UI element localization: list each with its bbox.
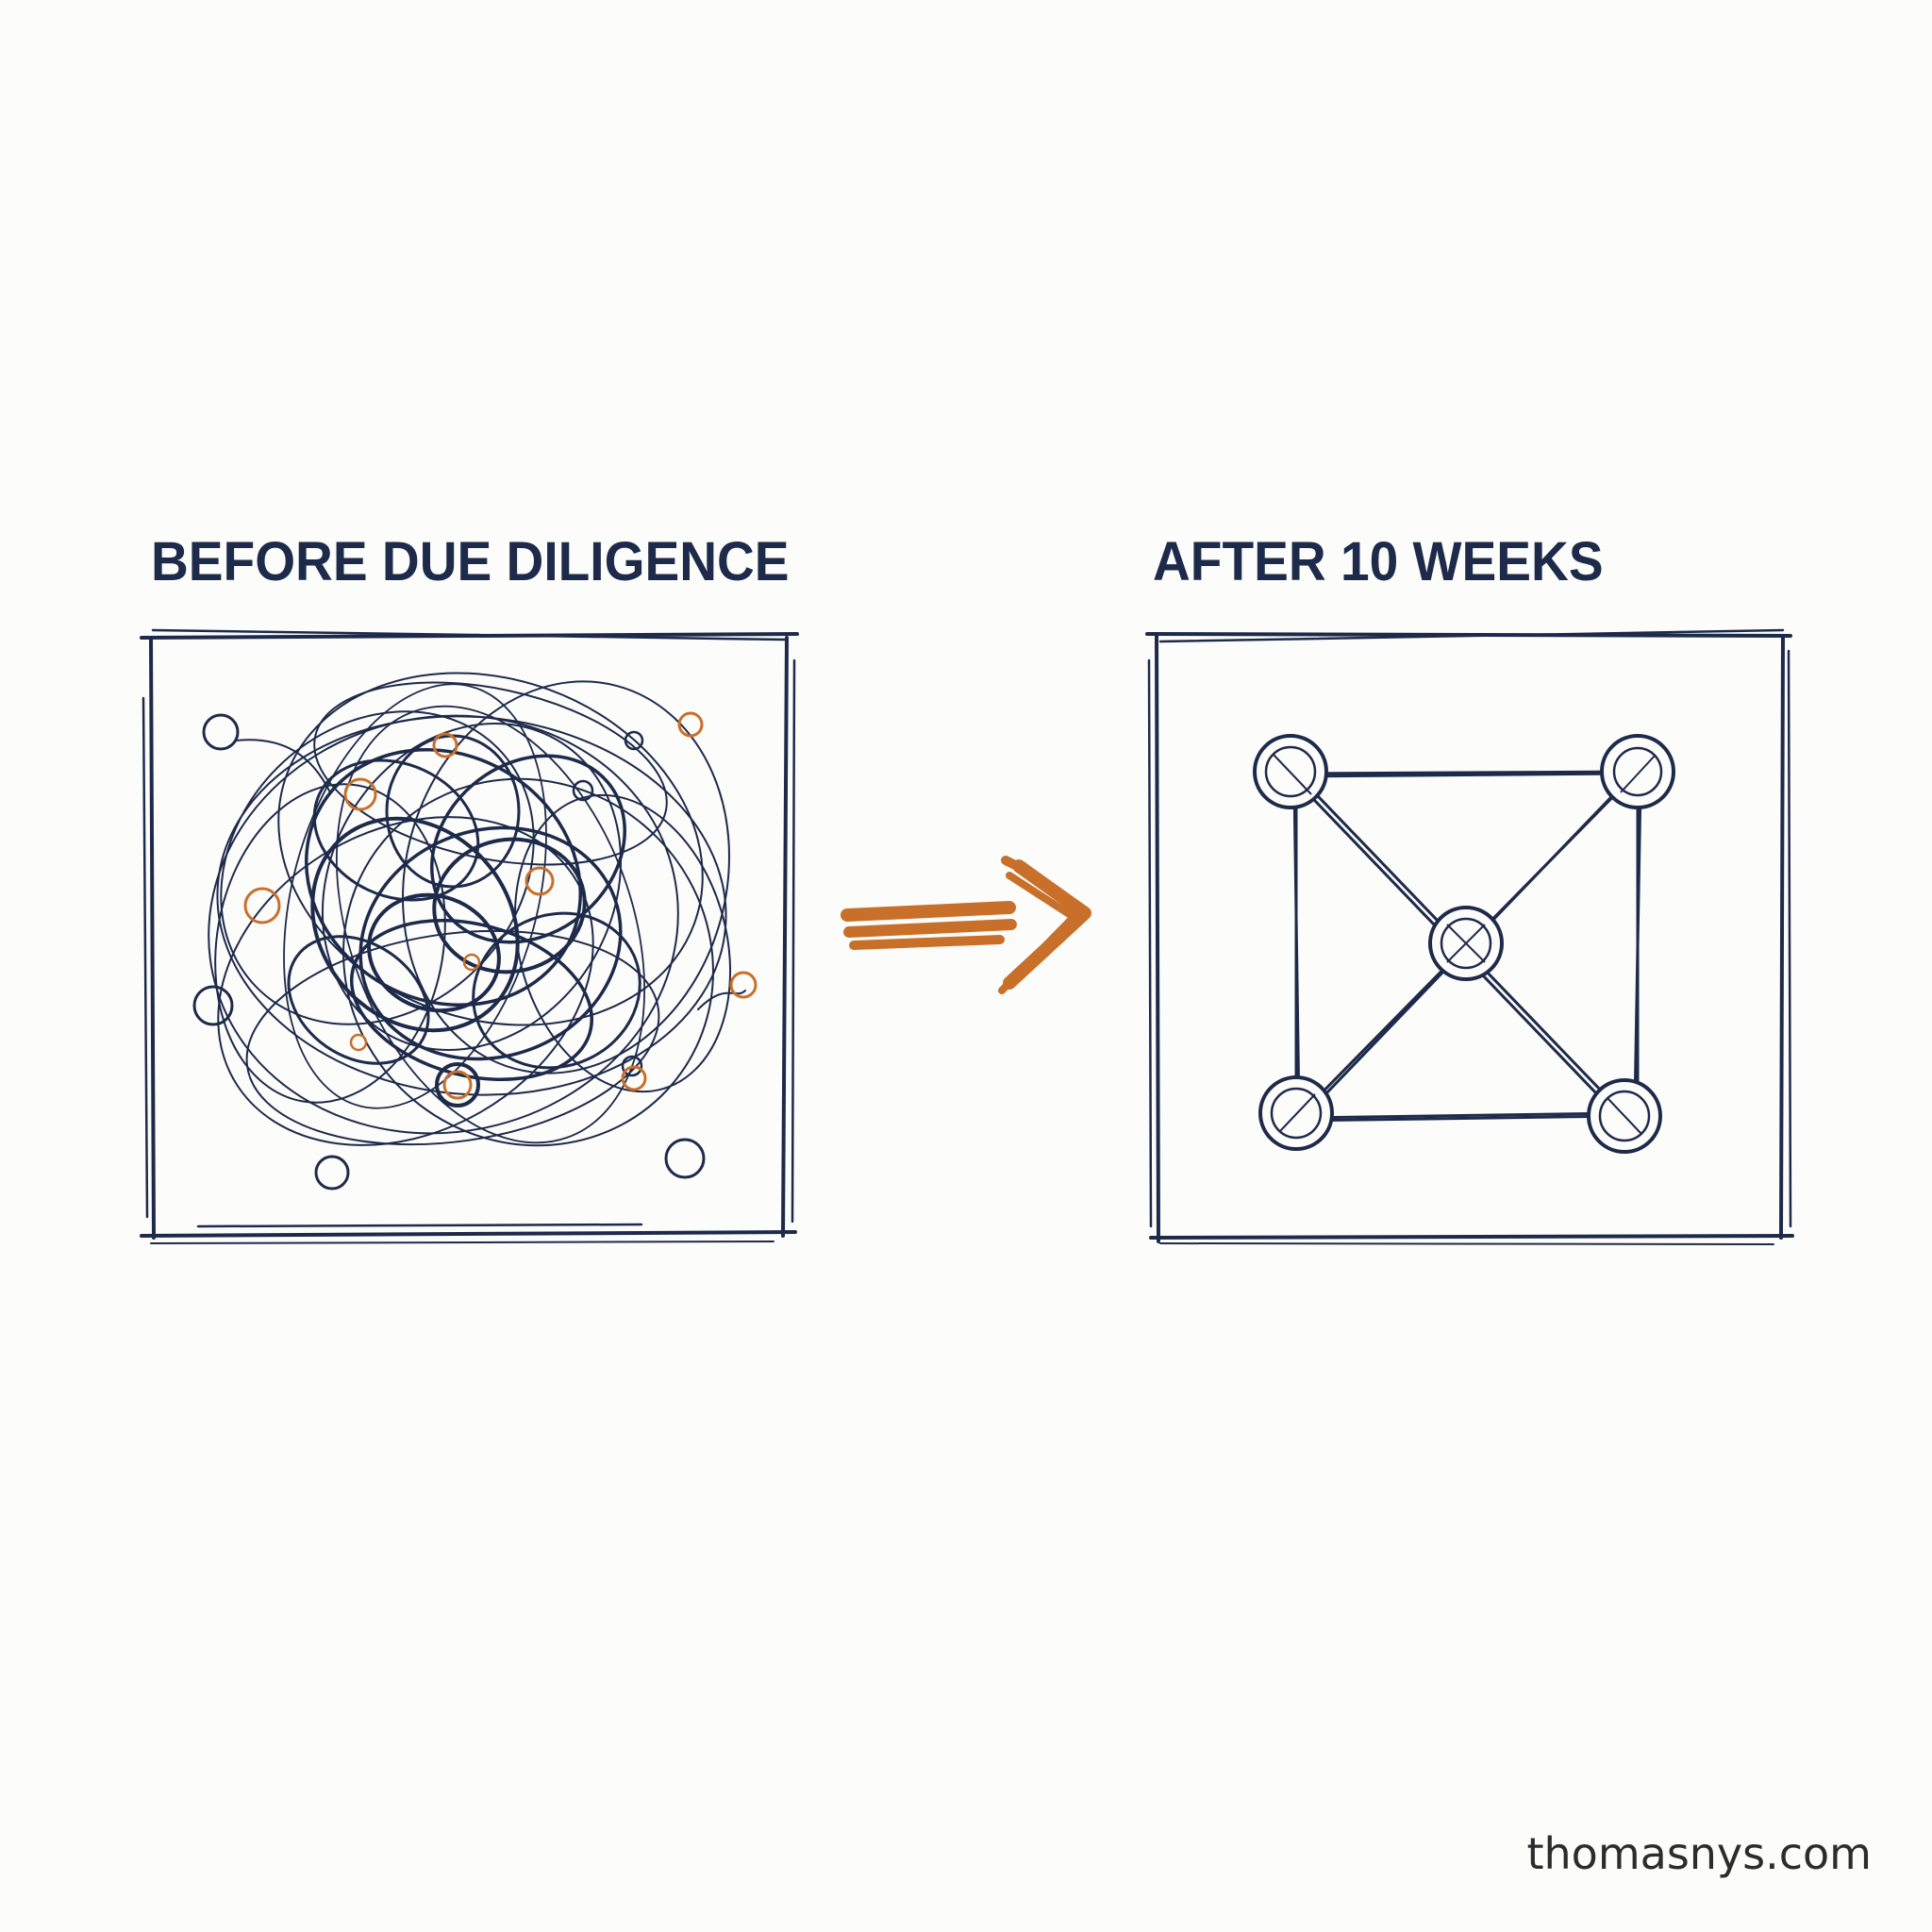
node-top-right [1600, 734, 1675, 809]
node-inner-strokes [1273, 754, 1657, 1135]
before-title: BEFORE DUE DILIGENCE [151, 531, 790, 592]
transition-arrow [841, 856, 1091, 994]
site-watermark: thomasnys.com [1526, 1828, 1872, 1879]
before-box [140, 628, 799, 1244]
after-title: AFTER 10 WEEKS [1153, 531, 1604, 592]
scattered-nodes [192, 711, 758, 1191]
after-box [1145, 628, 1794, 1245]
